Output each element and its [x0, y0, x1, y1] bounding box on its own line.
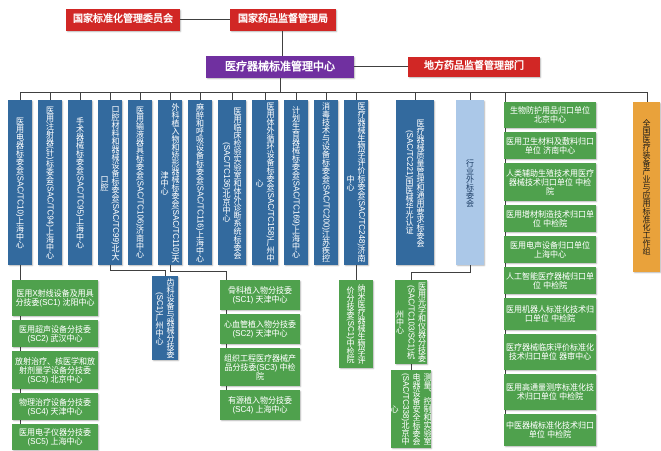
tc110-sub-sc2: 心血管植入物分技委(SC2) 天津中心	[220, 314, 300, 344]
tc10-sub-sc4: 物理治疗设备分技委(SC4) 天津中心	[12, 393, 98, 420]
focal-unit-bioprotection: 生物防护用品归口单位 北京中心	[504, 102, 596, 128]
tc-column-tc106: 医用输液器具标委会(SAC/TC106)济南中心	[128, 100, 152, 265]
working-group-box: 全国医疗装备产业与应用标准化工作组	[633, 102, 660, 272]
tc110-sub-sc1: 骨科植入物分技委(SC1) 天津中心	[220, 280, 300, 310]
connector-drop	[647, 92, 648, 102]
external-sub-measurement: 测量、控制和实验室电器设备安全标委会(SAC/TC338)北京中心	[390, 370, 432, 448]
connector-tc248-v	[356, 265, 357, 280]
connector-center-local	[354, 66, 408, 67]
focal-unit-electroacoustic: 医用电声设备归口单位 上海中心	[504, 236, 596, 263]
connector-drop	[415, 92, 416, 100]
connector-drop	[80, 92, 81, 100]
tc-column-tc110: 外科植入物和矫形器械标委会(SAC/TC110)天津中心	[158, 100, 182, 265]
connector-drop	[326, 92, 327, 100]
external-sub-optics: 医用光学和仪器分技委(SAC/TC103/SC1)杭州中心	[395, 280, 427, 364]
tc10-sub-sc2: 医用超声设备分技委(SC2) 武汉中心	[12, 320, 98, 347]
connector-bus	[20, 92, 648, 93]
focal-unit-medical-robots: 医用机器人标准化技术归口单位 中检院	[504, 298, 596, 330]
tc-column-tc158: 医用体外循环设备标委会(SAC/TC158)广州中心	[252, 100, 278, 265]
focal-unit-ai-devices: 人工智能医疗器械归口单位 中检院	[504, 267, 596, 294]
connector-drop	[140, 92, 141, 100]
tc10-sub-sc1: 医用X射线设备及用具分技委(SC1) 沈阳中心	[12, 280, 98, 316]
connector-drop	[470, 92, 471, 100]
tc-column-tc136: 医用临床检验实验室和体外诊断系统标委会(SAC/TC136)北京中心	[218, 100, 246, 265]
connector-ext-v1	[470, 265, 471, 273]
tc-column-tc99: 口腔材料和器械设备标委会(SAC/TC99)北大口腔	[98, 100, 122, 265]
tc-column-tc94: 医用注射器(针)标委会(SAC/TC94)上海中心	[38, 100, 62, 265]
tc110-sub-sc4: 有源植入物分技委(SC4) 上海中心	[220, 390, 300, 420]
tc-column-tc221: 医疗器械质量管理和通用要求标委会(SAC/TC221)国医械华光认证	[396, 100, 434, 265]
connector-drop	[50, 92, 51, 100]
tc10-sub-sc3: 放射治疗、核医学和放射剂量学设备分技委(SC3) 北京中心	[12, 351, 98, 389]
connector-tc99-h	[110, 270, 166, 271]
connector-drop	[356, 92, 357, 100]
tc-column-tc116: 麻醉和呼吸设备标委会(SAC/TC116)上海中心	[188, 100, 212, 265]
focal-unit-dressings: 医用卫生材料及敷料归口单位 济南中心	[504, 132, 596, 159]
connector-drop	[170, 92, 171, 100]
box-standards-center: 医疗器械标准管理中心	[206, 56, 354, 78]
connector-ext-h	[411, 272, 471, 273]
tc-column-tc248: 医疗器械生物学评价标委会(SAC/TC248)济南中心	[344, 100, 368, 265]
connector-drop	[232, 92, 233, 100]
tc-column-tc169: 计划生育器械标委会(SAC/TC169)上海中心	[284, 100, 308, 265]
tc99-sub-sc1: 齿科设备与器械分技委(SC1)广州中心	[152, 276, 178, 360]
tc248-sub-sc1: 纳米医疗器械生物学评价分技委(SC1)中检院	[339, 280, 373, 368]
tc-column-tc95: 手术器械标委会(SAC/TC95)上海中心	[68, 100, 92, 265]
box-local-regulators: 地方药品监督管理部门	[408, 57, 540, 77]
focal-unit-tcm-devices: 中医器械标准化技术归口单位 中检院	[504, 414, 596, 446]
connector-tc99-v1	[110, 265, 111, 271]
connector-drop	[200, 92, 201, 100]
box-sac: 国家标准化管理委员会	[66, 9, 180, 31]
connector-nmpa-center	[282, 31, 283, 56]
connector-tc110-v	[170, 265, 171, 272]
tc10-sub-sc5: 医用电子仪器分技委(SC5) 上海中心	[12, 424, 98, 450]
focal-unit-additive-manufacturing: 医用增材制造技术归口单位 中检院	[504, 205, 596, 232]
connector-drop	[265, 92, 266, 100]
focal-unit-clinical-evaluation: 医疗器械临床评价标准化技术归口单位 器审中心	[504, 334, 596, 370]
focal-unit-assisted-reproduction: 人类辅助生殖技术用医疗器械技术归口单位 中检院	[504, 163, 596, 201]
connector-drop	[110, 92, 111, 100]
connector-drop	[20, 92, 21, 100]
tc-column-tc200: 消毒技术与设备标委会(SAC/TC200)江苏疾控	[314, 100, 338, 265]
connector-tc99-v2	[165, 270, 166, 277]
connector-tc110-h	[170, 271, 227, 272]
connector-sac-nmpa	[180, 19, 230, 20]
box-nmpa: 国家药品监督管理局	[230, 9, 336, 31]
tc110-sub-sc3: 组织工程医疗器械产品分技委(SC3) 中检院	[220, 348, 300, 386]
tc-column-tc10: 医用电器标委会(SAC/TC10)上海中心	[8, 100, 32, 265]
focal-unit-sequencing: 医用高通量测序标准化技术归口单位 中检院	[504, 374, 596, 410]
connector-drop	[296, 92, 297, 100]
external-committees-column: 行业外标委会	[456, 100, 484, 265]
connector-center-bus	[280, 78, 281, 92]
